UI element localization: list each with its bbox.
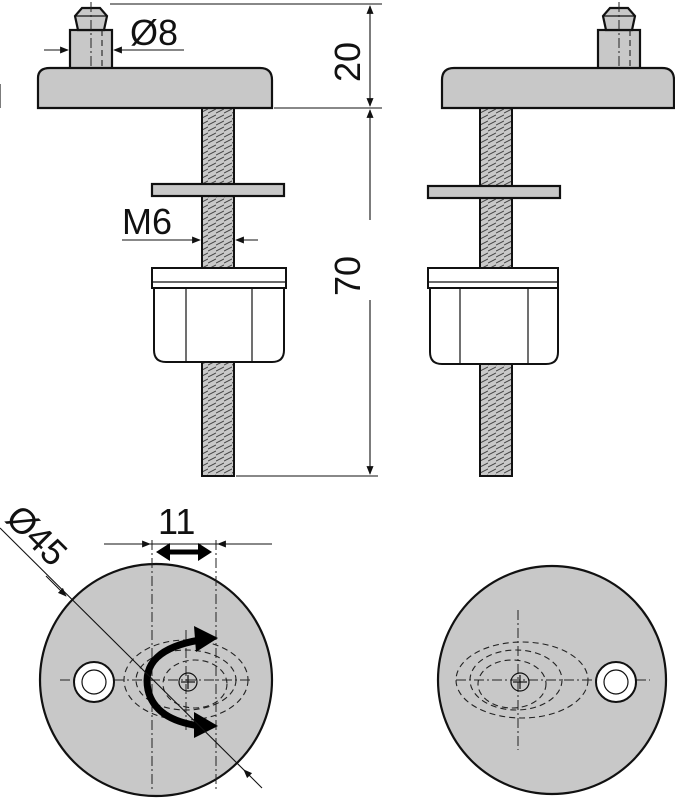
phillips-cross-icon — [510, 672, 530, 692]
slot-offset-label: 11 — [158, 501, 195, 542]
nut — [427, 267, 559, 365]
washer — [150, 182, 286, 198]
nut — [151, 267, 287, 363]
pin — [68, 2, 114, 72]
top-view-left: Ø45 — [0, 497, 274, 798]
pin-height-label: 20 — [327, 42, 368, 82]
dimension-thread: M6 — [122, 201, 258, 244]
double-arrow-icon — [156, 543, 212, 561]
cap-plate — [36, 66, 274, 110]
dimension-pin-height: 20 — [110, 3, 382, 109]
dimension-pin-diameter: Ø8 — [44, 12, 184, 54]
phillips-cross-icon — [178, 672, 198, 692]
curved-arrow-icon — [143, 626, 218, 738]
washer — [426, 184, 562, 200]
thread-label: M6 — [122, 201, 172, 242]
bolt-length-label: 70 — [327, 256, 368, 296]
top-view-right — [436, 564, 668, 796]
dimension-bolt-length: 70 — [236, 109, 378, 477]
cap-plate — [440, 66, 675, 110]
pin — [596, 2, 642, 72]
dimension-slot-offset: 11 — [104, 501, 272, 561]
cap-diameter-label: Ø45 — [0, 497, 75, 574]
mounting-hole — [73, 661, 115, 703]
pin-diameter-label: Ø8 — [130, 12, 178, 53]
mounting-hole — [595, 661, 637, 703]
side-view-right — [426, 2, 675, 477]
side-view-left — [36, 2, 287, 477]
